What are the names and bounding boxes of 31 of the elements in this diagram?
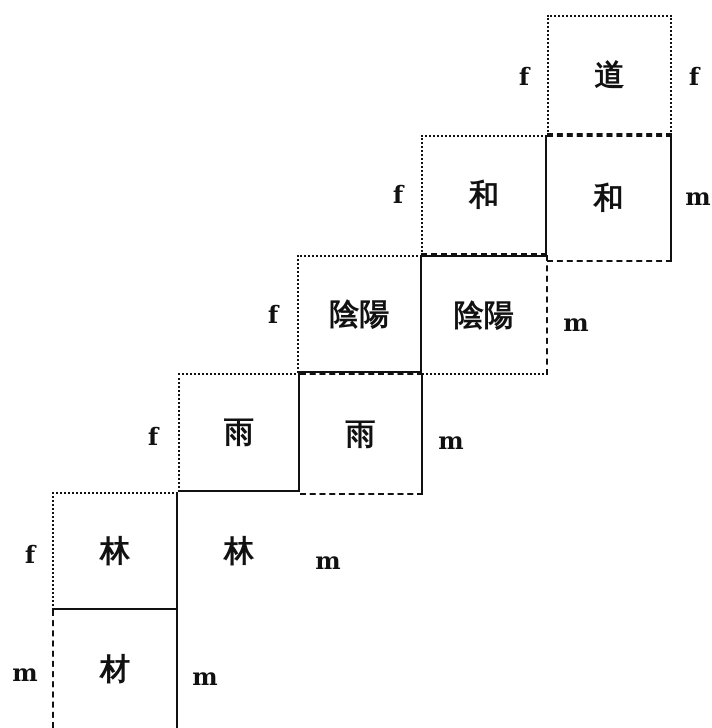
side-letter: m	[685, 185, 711, 209]
grid-cell-box	[297, 255, 422, 373]
side-letter: m	[563, 311, 589, 335]
grid-cell-box	[52, 610, 178, 728]
cell-character: 林	[100, 532, 130, 570]
side-letter: f	[518, 65, 530, 89]
cell-character: 雨	[224, 414, 254, 452]
cell-character: 林	[224, 532, 254, 570]
side-letter: m	[315, 549, 341, 573]
side-letter: f	[24, 543, 36, 567]
grid-cell-box	[178, 373, 300, 492]
cell-character: 和	[469, 176, 499, 214]
grid-cell-box	[52, 492, 178, 610]
cell-character: 道	[594, 56, 624, 94]
cell-character: 材	[100, 650, 130, 688]
side-letter: f	[688, 65, 700, 89]
cell-character: 和	[594, 180, 624, 218]
grid-cell-box	[547, 135, 672, 262]
cell-character: 雨	[346, 416, 376, 454]
side-letter: f	[268, 303, 278, 327]
side-letter: m	[192, 665, 218, 689]
side-letter: f	[148, 425, 158, 449]
cell-character: 陰陽	[454, 296, 514, 334]
grid-cell-box	[547, 15, 672, 135]
grid-cell-box	[421, 135, 547, 255]
grid-cell-box	[300, 373, 423, 495]
side-letter: m	[12, 661, 38, 685]
cell-character: 陰陽	[330, 296, 390, 334]
side-letter: f	[392, 183, 404, 207]
side-letter: m	[438, 429, 464, 453]
grid-cell-box	[422, 255, 548, 375]
